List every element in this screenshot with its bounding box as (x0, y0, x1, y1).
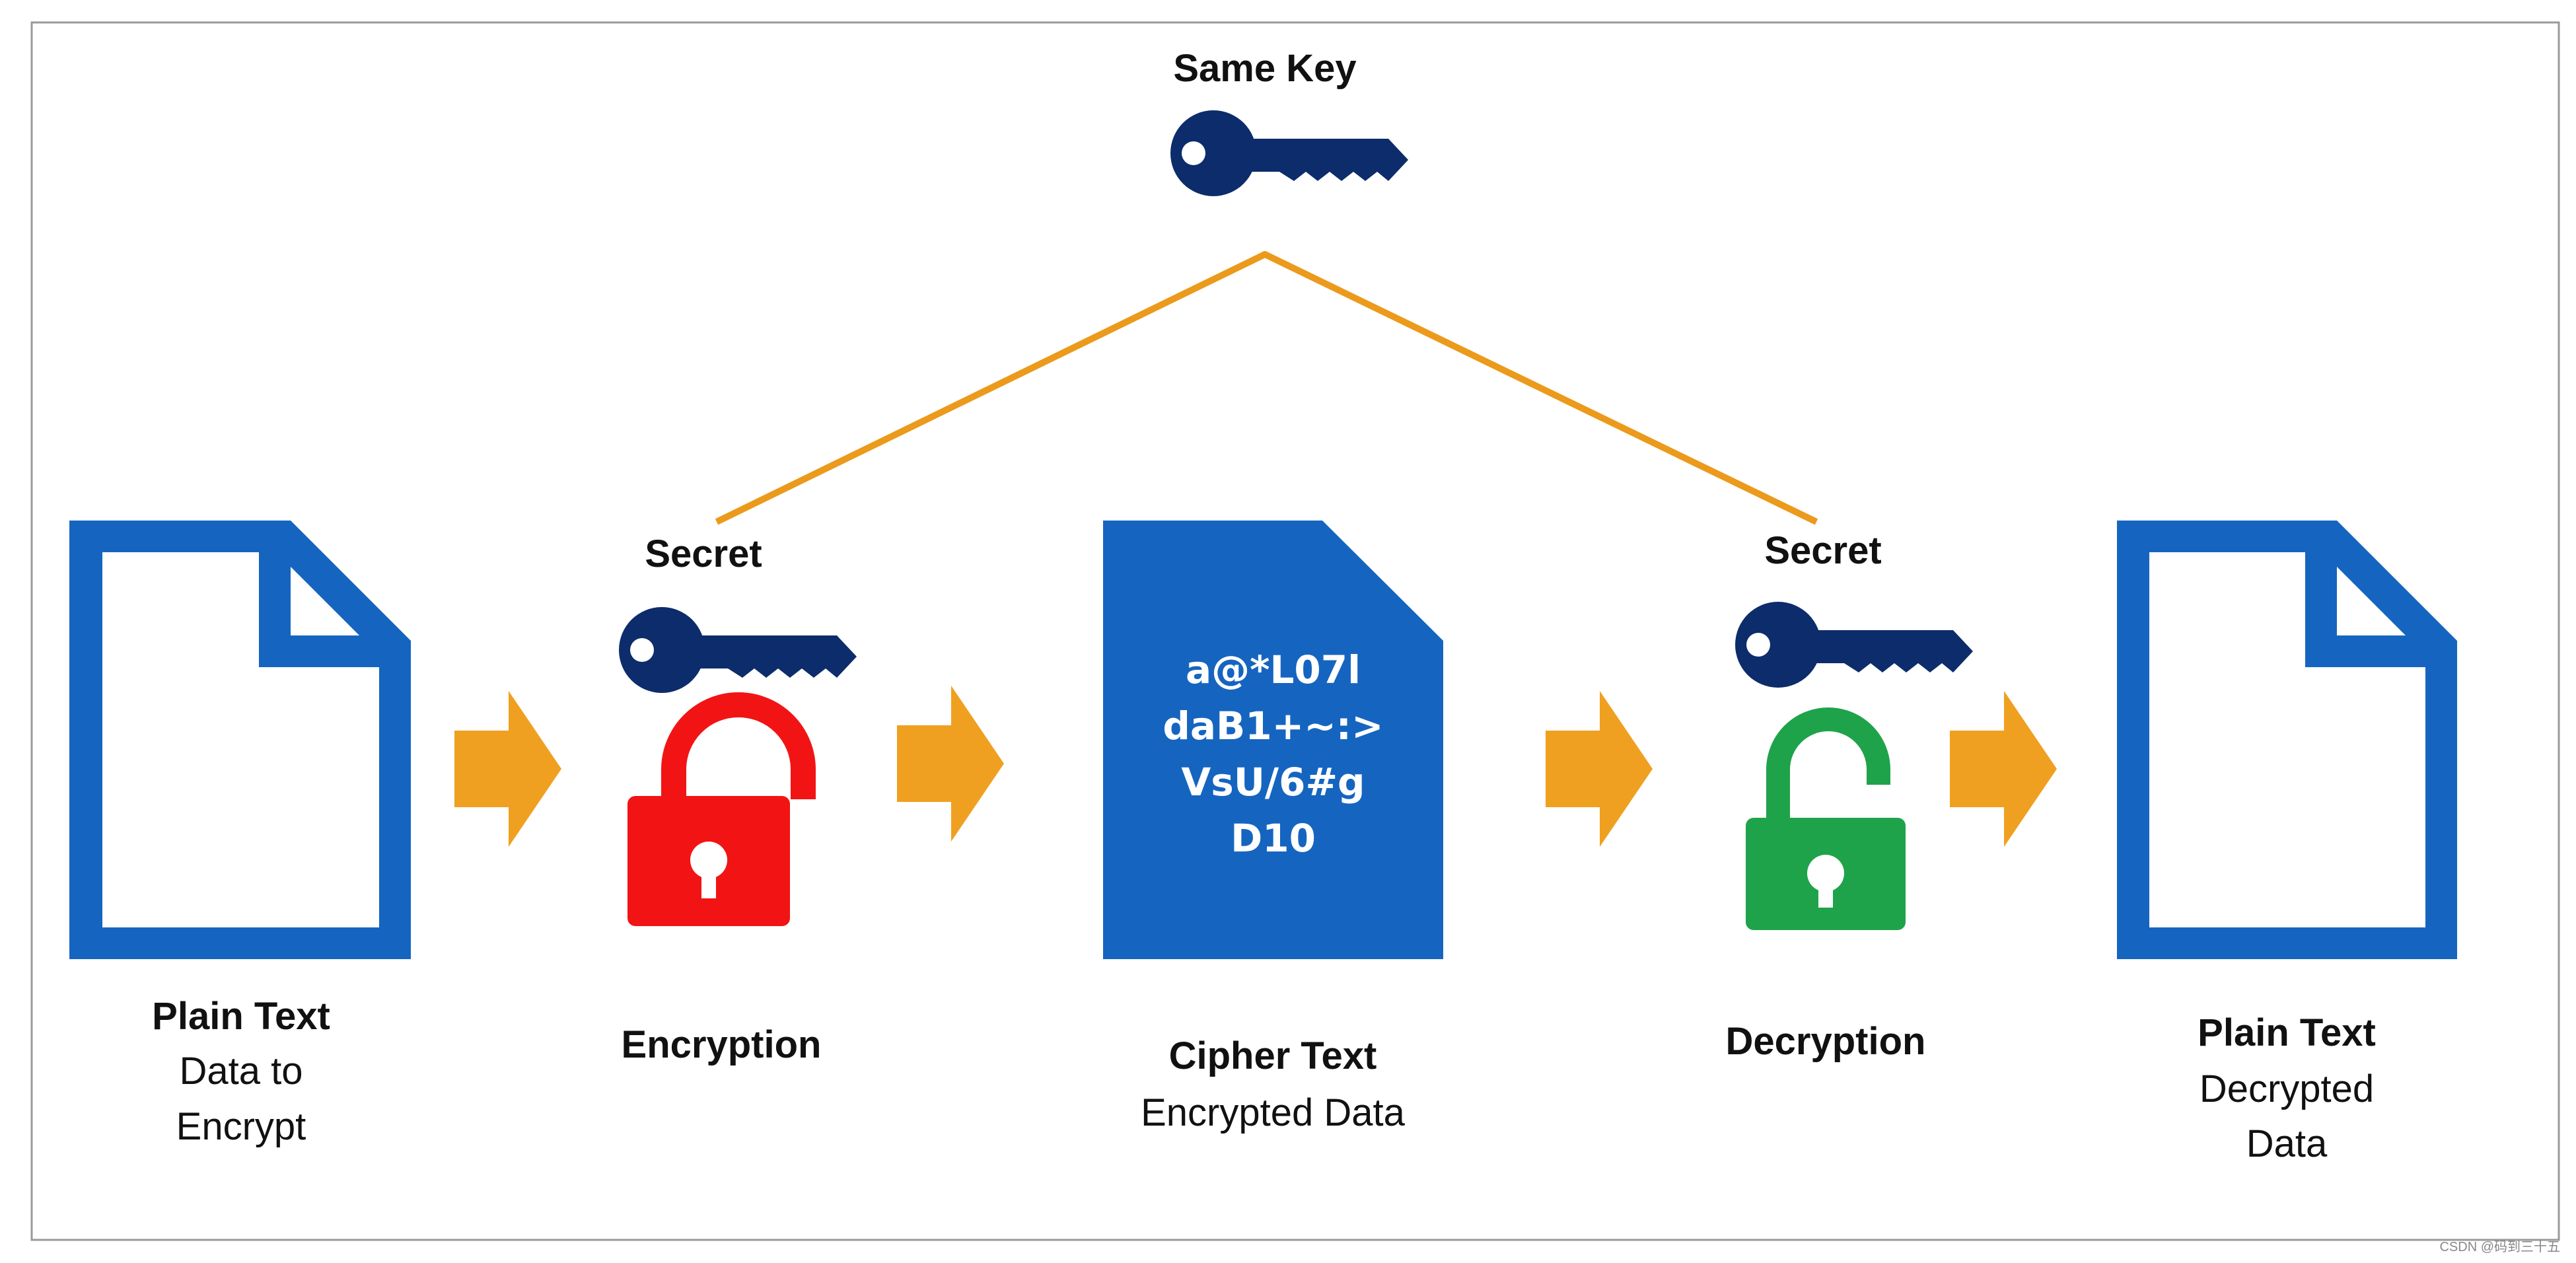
arrow-4-right-arrow-icon (1950, 691, 2057, 847)
decryption-title: Decryption (1725, 1020, 1926, 1063)
decryption-secret-key-icon (1735, 602, 1973, 688)
encryption-closed-padlock-icon (627, 692, 816, 926)
plain-text-right-title: Plain Text (2198, 1011, 2376, 1054)
plain-text-right-subtitle-line1: Decrypted (2199, 1067, 2375, 1110)
plain-text-left-document-icon (69, 521, 411, 959)
cipher-text-title: Cipher Text (1168, 1034, 1377, 1077)
cipher-line-2: daB1+~:> (1163, 704, 1384, 748)
arrow-3-right-arrow-icon (1546, 691, 1653, 847)
encryption-title: Encryption (621, 1023, 822, 1066)
key-connector-line (715, 251, 1818, 525)
decryption-open-padlock-icon (1746, 707, 1906, 930)
cipher-text-document-icon (1103, 521, 1443, 959)
csdn-watermark: CSDN @码到三十五 (2439, 1240, 2560, 1254)
encryption-secret-key-icon (619, 607, 857, 693)
plain-text-left-subtitle-line1: Data to (179, 1050, 303, 1093)
decryption-secret-label: Secret (1764, 529, 1882, 572)
cipher-text-subtitle: Encrypted Data (1141, 1091, 1405, 1134)
plain-text-right-document-icon (2117, 521, 2457, 959)
plain-text-right-subtitle-line2: Data (2246, 1122, 2328, 1165)
cipher-line-1: a@*L07l (1185, 647, 1361, 692)
cipher-line-4: D10 (1231, 816, 1316, 861)
plain-text-left-subtitle-line2: Encrypt (176, 1105, 306, 1148)
cipher-line-3: VsU/6#g (1181, 760, 1365, 805)
encryption-secret-label: Secret (645, 532, 762, 575)
plain-text-left-title: Plain Text (152, 995, 330, 1038)
diagram-border (30, 21, 2560, 1241)
same-key-label: Same Key (1173, 47, 1357, 90)
arrow-2-right-arrow-icon (897, 686, 1004, 842)
arrow-1-right-arrow-icon (454, 691, 561, 847)
same-key-icon (1170, 110, 1408, 196)
